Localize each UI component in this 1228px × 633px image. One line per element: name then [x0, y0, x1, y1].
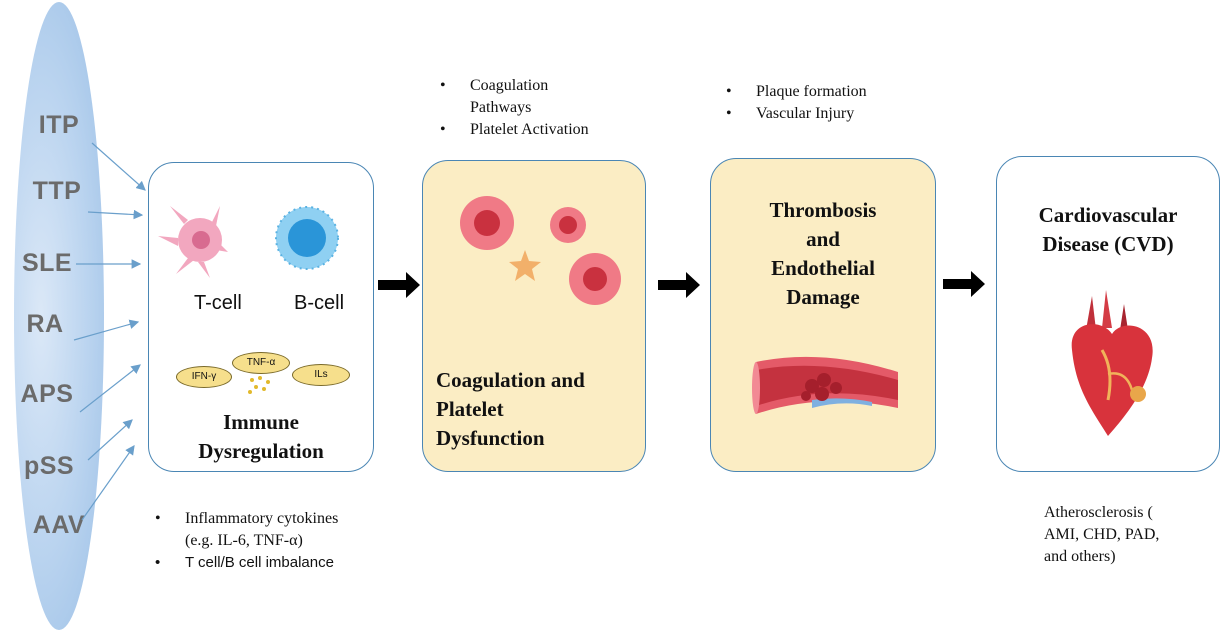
arrow-coagulation-to-thrombosis — [658, 272, 700, 298]
b-cell-icon — [275, 206, 339, 270]
tnf-alpha-oval: TNF-α — [232, 352, 290, 374]
title-line: and — [806, 227, 840, 251]
t-cell-label: T-cell — [194, 292, 242, 314]
red-blood-cells-icon — [460, 196, 621, 305]
title-line: Endothelial — [771, 256, 875, 280]
immune-notes: Inflammatory cytokines(e.g. IL-6, TNF-α)… — [155, 508, 415, 574]
title-line: Coagulation and — [436, 368, 585, 392]
note-item: Inflammatory cytokines(e.g. IL-6, TNF-α) — [155, 508, 415, 552]
disease-label-ra: RA — [26, 310, 64, 338]
thrombosis-notes: Plaque formation Vascular Injury — [726, 81, 946, 125]
note-line: and others) — [1044, 548, 1116, 565]
disease-label-sle: SLE — [21, 249, 73, 277]
disease-ellipse — [14, 2, 104, 630]
note-line: AMI, CHD, PAD, — [1044, 526, 1160, 543]
cvd-notes: Atherosclerosis ( AMI, CHD, PAD, and oth… — [1044, 502, 1214, 568]
arrow-immune-to-coagulation — [378, 272, 420, 298]
title-line: Thrombosis — [769, 198, 877, 222]
immune-dysregulation-title: Immune Dysregulation — [148, 408, 374, 466]
disease-label-ttp: TTP — [32, 177, 82, 205]
cytokine-dots-icon — [248, 376, 270, 394]
disease-label-pss: pSS — [23, 452, 75, 480]
note-item: Vascular Injury — [726, 103, 946, 125]
thrombosis-endothelial-box — [710, 158, 936, 472]
note-item: Plaque formation — [726, 81, 946, 103]
disease-label-aps: APS — [20, 380, 74, 408]
note-item: Platelet Activation — [440, 119, 650, 141]
interleukins-oval: ILs — [292, 364, 350, 386]
disease-label-itp: ITP — [38, 111, 80, 139]
note-item: T cell/B cell imbalance — [155, 552, 415, 574]
blood-vessel-clot-icon — [752, 356, 898, 414]
b-cell-label: B-cell — [294, 292, 345, 314]
title-line: Cardiovascular — [1038, 203, 1178, 227]
cardiovascular-disease-title: Cardiovascular Disease (CVD) — [996, 201, 1220, 259]
coagulation-platelet-title: Coagulation and Platelet Dysfunction — [436, 366, 636, 453]
note-line: Atherosclerosis ( — [1044, 504, 1153, 521]
immune-dysregulation-box — [148, 162, 374, 472]
heart-icon — [1071, 290, 1153, 436]
title-line: Disease (CVD) — [1042, 232, 1174, 256]
arrow-thrombosis-to-cvd — [943, 271, 985, 297]
t-cell-icon — [158, 206, 228, 278]
disease-label-aav: AAV — [32, 511, 86, 539]
ifn-gamma-oval: IFN-γ — [176, 366, 232, 388]
title-line: Dysregulation — [198, 439, 324, 463]
title-line: Immune — [223, 410, 299, 434]
title-line: Platelet — [436, 397, 504, 421]
coagulation-platelet-box — [422, 160, 646, 472]
title-line: Damage — [786, 285, 860, 309]
title-line: Dysfunction — [436, 426, 545, 450]
thrombosis-endothelial-title: Thrombosis and Endothelial Damage — [710, 196, 936, 312]
